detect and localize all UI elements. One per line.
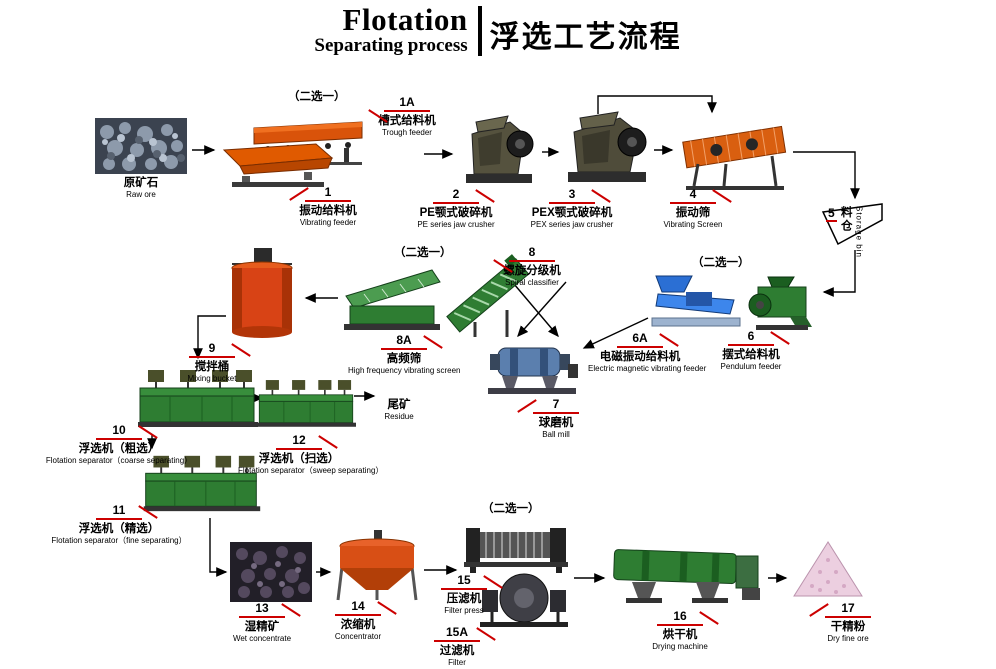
filter-press-machine <box>462 516 570 574</box>
wet-concentrate-photo <box>230 542 312 602</box>
title-english: Flotation Separating process <box>314 4 467 56</box>
pe-jaw-crusher-machine <box>458 112 538 190</box>
label-storage-bin: 5 料仓 Storage bin <box>826 206 864 258</box>
choose-one-label-classifier: （二选一） <box>394 247 452 259</box>
page-title: Flotation Separating process 浮选工艺流程 <box>0 4 996 56</box>
vibrating-screen-machine <box>676 112 794 194</box>
pex-jaw-crusher-machine <box>560 108 652 188</box>
concentrator-machine <box>334 530 420 604</box>
label-flotation-sweep: 12 浮选机（扫选）Flotation separator（sweep sepa… <box>238 433 384 476</box>
ball-mill-machine <box>484 336 579 398</box>
mixing-bucket-machine <box>224 246 300 344</box>
flotation-fine-machine <box>140 450 262 516</box>
dry-fine-ore-pile <box>790 538 866 600</box>
choose-one-label-filters: （二选一） <box>482 503 540 515</box>
flotation-coarse-machine <box>136 364 258 432</box>
raw-ore-photo <box>95 118 187 174</box>
choose-one-label-feeders: （二选一） <box>288 91 346 103</box>
flotation-sweep-machine <box>256 372 356 434</box>
storage-bin-shape <box>820 202 888 248</box>
title-sub: Separating process <box>314 35 468 56</box>
high-frequency-screen-machine <box>340 258 448 336</box>
dryer-machine <box>608 538 766 612</box>
vibrating-feeder-machine <box>220 142 338 190</box>
label-residue: 尾矿 Residue <box>384 399 414 421</box>
label-flotation-fine: 11 浮选机（精选）Flotation separator（fine separ… <box>51 503 187 546</box>
electromagnetic-vibrating-feeder-machine <box>646 272 746 332</box>
label-raw-ore: 原矿石 Raw ore <box>123 177 159 199</box>
title-main: Flotation <box>342 2 468 37</box>
choose-one-label-feeders2: （二选一） <box>692 257 750 269</box>
label-flotation-coarse: 10 浮选机（粗选）Flotation separator（coarse sep… <box>45 423 193 466</box>
title-divider <box>477 6 482 56</box>
filter-drum-machine <box>476 570 572 630</box>
title-chinese: 浮选工艺流程 <box>489 21 682 54</box>
pendulum-feeder-machine <box>746 275 818 332</box>
